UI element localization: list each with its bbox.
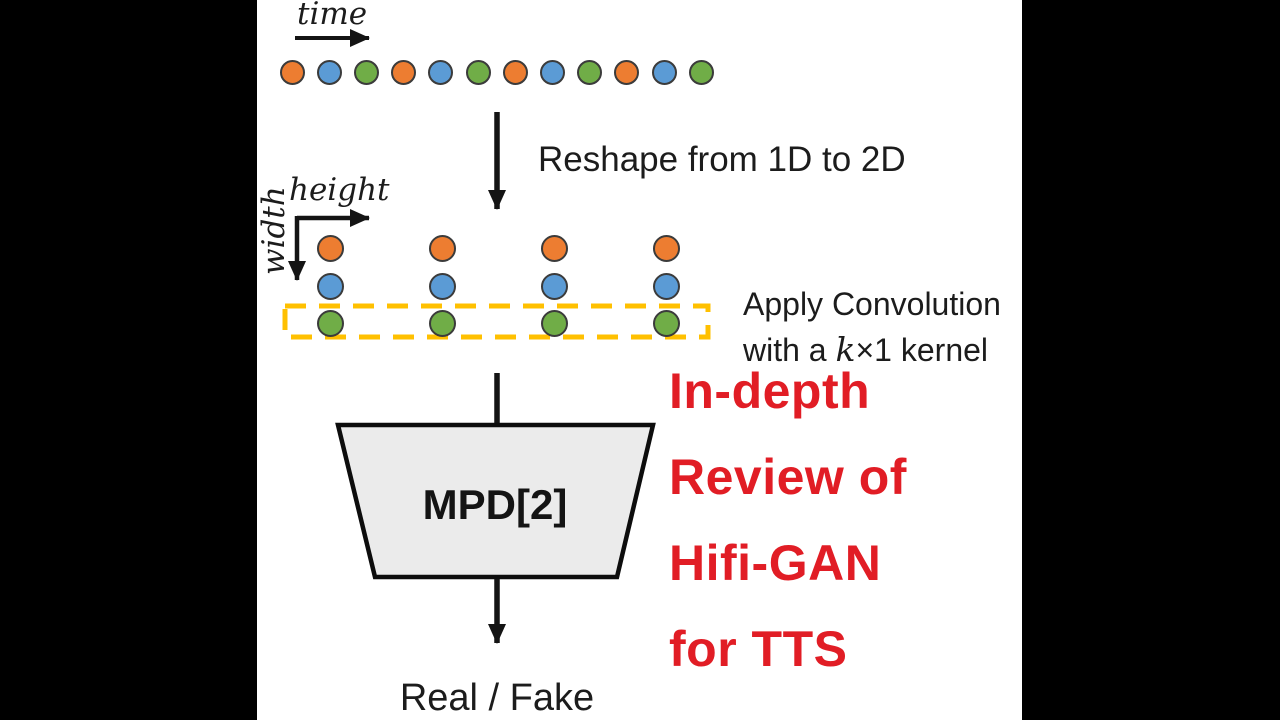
- data-point-green: [465, 59, 491, 85]
- width-axis-label: width: [257, 186, 292, 275]
- convolution-label-line1: Apply Convolution: [743, 286, 1001, 322]
- title-line-3: Hifi-GAN: [669, 535, 882, 591]
- data-point-orange: [391, 59, 417, 85]
- data-point-green: [688, 59, 714, 85]
- kernel-variable: k: [835, 330, 856, 369]
- data-point-green: [577, 59, 603, 85]
- data-point-green: [652, 309, 680, 337]
- data-point-blue: [540, 272, 568, 300]
- data-point-blue: [316, 59, 342, 85]
- title-line-2: Review of: [669, 449, 907, 505]
- data-point-blue: [428, 59, 454, 85]
- data-point-blue: [651, 59, 677, 85]
- mpd-trapezoid: [335, 422, 656, 580]
- data-point-green: [353, 59, 379, 85]
- data-point-green: [540, 309, 568, 337]
- output-label: Real / Fake: [399, 677, 595, 719]
- reshape-label: Reshape from 1D to 2D: [538, 140, 906, 179]
- data-point-orange: [652, 234, 680, 262]
- letterbox-left: [0, 0, 257, 720]
- kernel-dashed-box: [282, 303, 711, 340]
- data-point-blue: [428, 272, 456, 300]
- data-point-orange: [316, 234, 344, 262]
- data-point-orange: [502, 59, 528, 85]
- title-line-4: for TTS: [669, 621, 848, 677]
- convolution-label-line2: with a k×1 kernel: [743, 330, 989, 369]
- data-point-orange: [279, 59, 305, 85]
- data-point-blue: [316, 272, 344, 300]
- height-axis-label: height: [289, 172, 390, 208]
- data-point-orange: [540, 234, 568, 262]
- data-point-orange: [428, 234, 456, 262]
- data-point-blue: [652, 272, 680, 300]
- diagram-shapes: [282, 29, 711, 644]
- time-axis-label: time: [297, 0, 368, 32]
- data-point-green: [428, 309, 456, 337]
- data-point-blue: [539, 59, 565, 85]
- data-point-orange: [614, 59, 640, 85]
- mpd-block-label: MPD[2]: [422, 481, 568, 528]
- slide-canvas: time Reshape from 1D to 2D height width …: [257, 0, 1022, 720]
- data-point-green: [316, 309, 344, 337]
- letterbox-right: [1022, 0, 1280, 720]
- convolution-label: Apply Convolution with a k×1 kernel: [743, 281, 1001, 373]
- title-line-1: In-depth: [669, 363, 871, 419]
